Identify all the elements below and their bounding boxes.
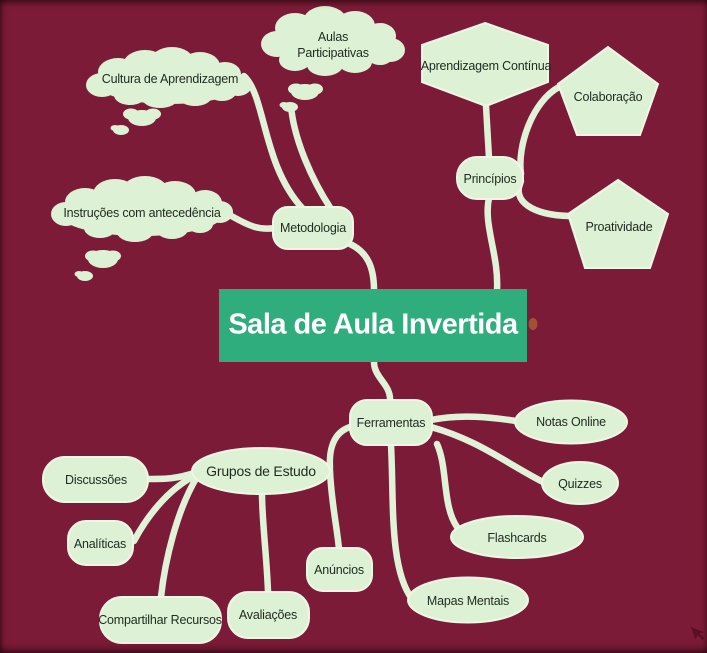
aulas-thought-puffs: [279, 83, 323, 112]
node-central-shape[interactable]: [219, 289, 527, 362]
label-aprendizagem: Aprendizagem Contínua: [420, 58, 552, 73]
label-mapas: Mapas Mentais: [426, 593, 510, 608]
node-aulas-cloud[interactable]: [261, 6, 405, 76]
label-quizzes: Quizzes: [558, 476, 602, 491]
connector-central-ferramentas: [370, 358, 394, 405]
connector-principios-central: [484, 194, 501, 294]
node-cultura-cloud[interactable]: [86, 47, 252, 108]
label-colaboracao: Colaboração: [573, 89, 643, 104]
node-proatividade-pentagon[interactable]: [566, 178, 670, 269]
node-mapas-ellipse[interactable]: [407, 576, 529, 624]
label-discussoes: Discussões: [65, 472, 127, 487]
connector-grupos-discussoes: [144, 469, 198, 483]
label-metodologia: Metodologia: [280, 220, 346, 235]
label-instrucoes: Instruções com antecedência: [63, 205, 221, 220]
node-avaliacoes-shape[interactable]: [227, 591, 310, 639]
node-anuncios-shape[interactable]: [306, 547, 373, 592]
node-principios-shape[interactable]: [456, 156, 524, 200]
node-analiticas-shape[interactable]: [67, 520, 134, 566]
node-ferramentas-shape[interactable]: [349, 399, 433, 446]
label-analiticas: Analíticas: [73, 536, 127, 551]
connector-ferramentas-grupos: [326, 423, 354, 472]
node-grupos-ellipse[interactable]: [191, 447, 331, 495]
node-aprendizagem-hexagon[interactable]: [421, 21, 549, 108]
connector-aprendizagem-principios: [482, 102, 493, 162]
connector-proatividade-principios: [515, 177, 573, 220]
node-colaboracao-pentagon[interactable]: [556, 45, 660, 136]
node-compartilhar-shape[interactable]: [99, 596, 222, 644]
connector-ferramentas-notas: [427, 413, 520, 425]
label-anuncios: Anúncios: [314, 562, 364, 577]
connector-colaboracao-principios: [517, 83, 563, 178]
label-proatividade: Proatividade: [585, 219, 653, 234]
connector-ferramentas-flashcards: [433, 440, 461, 531]
label-aulas: Aulas Participativas: [297, 29, 369, 60]
central-title: Sala de Aula Invertida: [228, 308, 518, 341]
label-cultura: Cultura de Aprendizagem: [101, 71, 239, 86]
node-quizzes-ellipse[interactable]: [541, 461, 619, 505]
connector-aulas-metodologia: [287, 102, 335, 213]
node-notas-ellipse[interactable]: [514, 399, 628, 445]
connector-instrucoes-metodologia: [224, 210, 280, 232]
connector-ferramentas-quizzes: [427, 423, 547, 486]
connector-grupos-compartilhar: [157, 473, 201, 601]
mouse-cursor-icon: [691, 627, 705, 641]
label-flashcards: Flashcards: [487, 530, 547, 545]
label-principios: Princípios: [463, 171, 517, 186]
label-grupos: Grupos de Estudo: [206, 462, 316, 479]
connector-grupos-analiticas: [130, 471, 200, 545]
connector-layer: [130, 72, 573, 603]
connector-metodologia-central: [341, 238, 378, 294]
label-compartilhar: Compartilhar Recursos: [98, 612, 222, 627]
label-avaliacoes: Avaliações: [238, 607, 298, 622]
node-instrucoes-cloud[interactable]: [51, 176, 233, 242]
connector-grupos-anuncios: [326, 466, 343, 553]
node-flashcards-ellipse[interactable]: [450, 515, 584, 559]
central-handle-dot: [528, 318, 538, 330]
connector-grupos-avaliacoes: [258, 490, 272, 596]
label-notas: Notas Online: [536, 414, 606, 429]
cultura-thought-puffs: [110, 108, 161, 135]
connector-ferramentas-mapas: [387, 441, 416, 603]
instrucoes-thought-puffs: [74, 250, 121, 281]
node-metodologia-shape[interactable]: [272, 206, 354, 250]
node-discussoes-shape[interactable]: [42, 456, 149, 503]
label-ferramentas: Ferramentas: [356, 415, 426, 430]
